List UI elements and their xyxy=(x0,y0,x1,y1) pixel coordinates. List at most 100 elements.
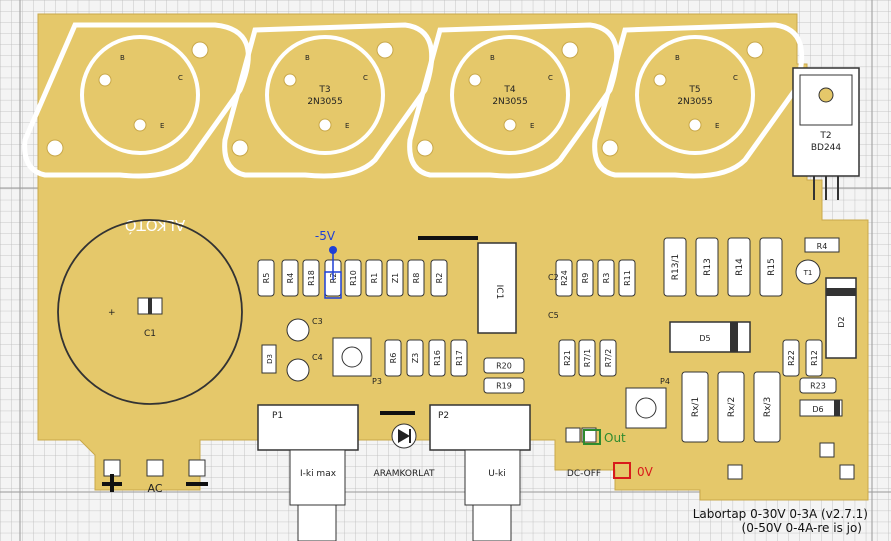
resistor-r13: R13 xyxy=(695,237,719,297)
resistor-label: R1 xyxy=(370,273,379,284)
resistor-label: R18 xyxy=(307,270,316,286)
svg-text:E: E xyxy=(530,122,534,130)
resistor-rx-2: Rx/2 xyxy=(717,371,745,443)
resistor-label: R24 xyxy=(560,270,569,286)
resistor-label: R2 xyxy=(435,273,444,284)
zero-v-annotation: 0V xyxy=(613,462,654,479)
r4-resistor: R4 xyxy=(804,237,840,253)
resistor-top-row: R5R4R18R2R10R1Z1R8R2 xyxy=(257,259,448,297)
resistor-rx-1: Rx/1 xyxy=(681,371,709,443)
ac-label: AC xyxy=(147,482,162,495)
svg-text:IC1: IC1 xyxy=(494,285,504,300)
resistor-r2: R2 xyxy=(430,259,448,297)
board-title-line2: (0-50V 0-4A-re is jo) xyxy=(742,521,862,535)
t5-ref: T5 xyxy=(688,85,700,95)
svg-text:C4: C4 xyxy=(312,353,323,362)
p2-potentiometer: P2 U-ki xyxy=(429,404,531,541)
resistor-label: Rx/2 xyxy=(727,397,737,417)
resistor-z1: Z1 xyxy=(386,259,404,297)
svg-text:C5: C5 xyxy=(548,311,559,320)
svg-text:+: + xyxy=(108,308,116,318)
svg-text:B: B xyxy=(305,54,310,62)
shunt-row: Rx/1 Rx/2 Rx/3 xyxy=(681,371,781,443)
dc-off-label: DC-OFF xyxy=(567,469,601,479)
board-title-line1: Labortap 0-30V 0-3A (v2.7.1) xyxy=(693,507,868,521)
alkoto-logo: ALKOTÓ xyxy=(125,216,185,235)
resistor-r10: R10 xyxy=(344,259,362,297)
resistor-r4: R4 xyxy=(281,259,299,297)
d3-diode: D3 xyxy=(261,344,277,374)
resistor-r24: R24 xyxy=(555,259,573,297)
resistor-label: R19 xyxy=(496,382,512,391)
resistor-rx-3: Rx/3 xyxy=(753,371,781,443)
resistor-r13-1: R13/1 xyxy=(663,237,687,297)
d6-diode: D6 xyxy=(799,399,843,417)
transistor-body-circles xyxy=(80,35,755,155)
svg-text:P2: P2 xyxy=(438,411,449,421)
resistor-label: R8 xyxy=(412,273,421,284)
resistor-r23: R23 xyxy=(799,377,837,394)
resistor-r18: R18 xyxy=(302,259,320,297)
resistor-r7-1: R7/1 xyxy=(578,339,596,377)
transistor-labels: T3 2N3055 T4 2N3055 T5 2N3055 T2 BD244 xyxy=(307,85,841,153)
svg-text:-5V: -5V xyxy=(315,229,336,243)
d2-diode: D2 xyxy=(825,277,857,359)
resistor-label: R20 xyxy=(496,362,512,371)
svg-text:R4: R4 xyxy=(817,242,828,251)
svg-text:D5: D5 xyxy=(699,334,710,343)
svg-text:C2: C2 xyxy=(548,273,559,282)
resistor-label: Z1 xyxy=(391,273,400,284)
svg-text:I-ki max: I-ki max xyxy=(300,469,337,479)
svg-text:C3: C3 xyxy=(312,317,323,326)
resistor-r11: R11 xyxy=(618,259,636,297)
resistor-z3: Z3 xyxy=(406,339,424,377)
resistor-label: R11 xyxy=(623,270,632,286)
resistor-label: R15 xyxy=(767,258,777,276)
resistor-label: R13/1 xyxy=(671,254,681,280)
svg-text:U-ki: U-ki xyxy=(488,469,506,479)
t2-part: BD244 xyxy=(811,143,842,153)
resistor-label: R10 xyxy=(349,270,358,286)
resistor-r22: R22 xyxy=(782,339,800,377)
resistor-label: R14 xyxy=(735,258,745,276)
resistor-label: R5 xyxy=(262,273,271,284)
svg-text:B: B xyxy=(675,54,680,62)
c1-capacitor: + C1 xyxy=(57,219,243,405)
svg-text:D2: D2 xyxy=(837,316,846,327)
transistor-pin-letters: BCE BCE BCE BCE xyxy=(120,54,738,130)
resistor-label: R23 xyxy=(810,382,826,391)
t3-part: 2N3055 xyxy=(307,97,342,107)
svg-text:D6: D6 xyxy=(812,405,823,414)
svg-text:P3: P3 xyxy=(372,377,382,386)
resistor-r8: R8 xyxy=(407,259,425,297)
resistor-r19: R19 xyxy=(483,377,525,394)
out-annotation: Out xyxy=(583,429,626,445)
svg-text:C: C xyxy=(363,74,368,82)
resistor-right-row: R13/1 R13 R14 R15 xyxy=(663,237,783,297)
svg-text:E: E xyxy=(715,122,719,130)
svg-text:E: E xyxy=(160,122,164,130)
resistor-label: R17 xyxy=(455,350,464,366)
resistor-r20: R20 xyxy=(483,357,525,374)
transistor-outlines xyxy=(22,22,805,179)
resistor-label: R21 xyxy=(563,350,572,366)
resistor-label: R9 xyxy=(581,273,590,284)
resistor-r15: R15 xyxy=(759,237,783,297)
aramkorlat-label: ARAMKORLAT xyxy=(374,469,435,479)
svg-text:C: C xyxy=(733,74,738,82)
svg-text:E: E xyxy=(345,122,349,130)
svg-text:B: B xyxy=(120,54,125,62)
d5-diode: D5 xyxy=(669,321,751,353)
resistor-label: R12 xyxy=(810,350,819,366)
resistor-r1: R1 xyxy=(365,259,383,297)
p1-potentiometer: P1 I-ki max xyxy=(257,404,359,541)
c1-label: C1 xyxy=(144,329,156,339)
svg-text:0V: 0V xyxy=(637,465,654,479)
mounting-holes xyxy=(46,41,764,157)
neg5v-annotation: -5V xyxy=(315,229,342,299)
resistor-label: R22 xyxy=(787,350,796,366)
resistor-r9: R9 xyxy=(576,259,594,297)
